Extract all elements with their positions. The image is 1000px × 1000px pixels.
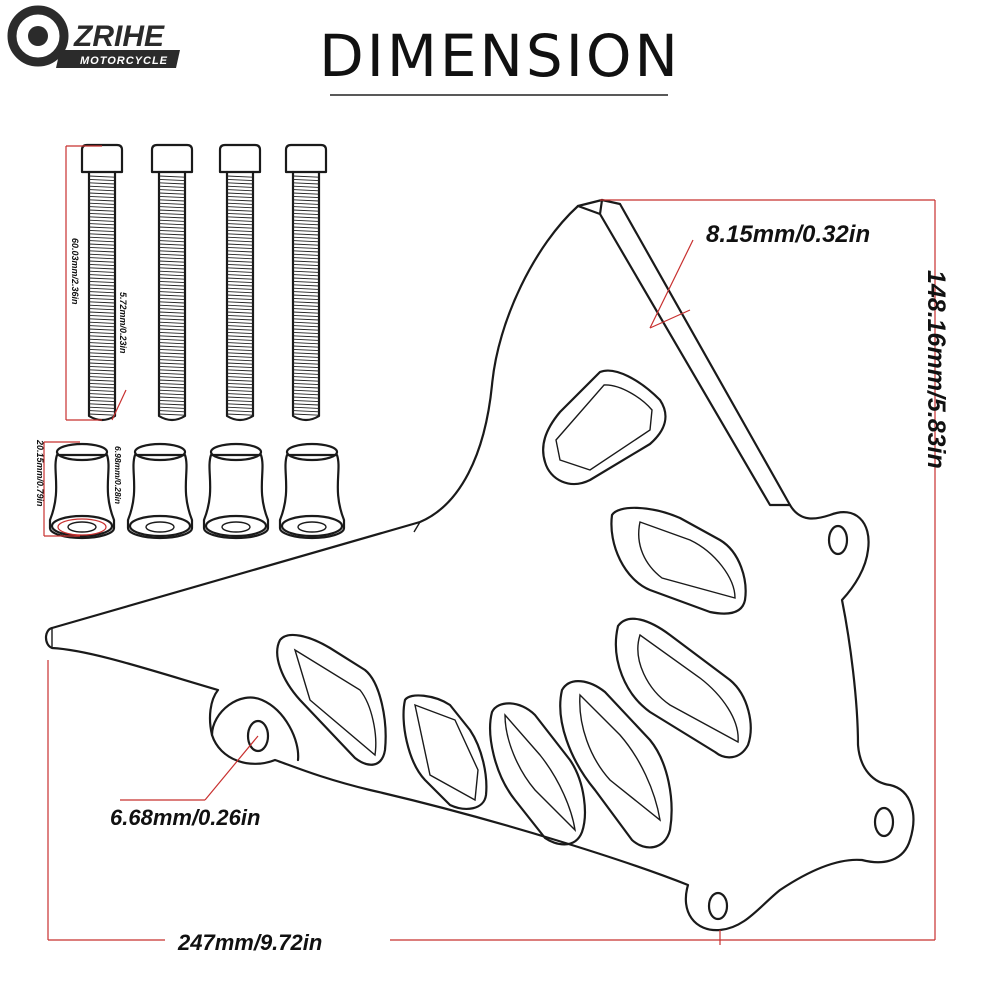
vent-slot-3	[614, 617, 752, 759]
plate-thickness-label: 8.15mm/0.32in	[706, 221, 870, 248]
mounting-hole-bottom	[707, 891, 729, 921]
length-label: 247mm/9.72in	[177, 930, 322, 955]
vent-slot-6	[402, 694, 488, 810]
spacer	[48, 442, 116, 540]
vent-slot-2	[610, 506, 747, 615]
bolt	[80, 143, 124, 422]
bolt-length-label: 60.03mm/2.36in	[70, 238, 80, 305]
bolt	[150, 143, 194, 422]
spacer	[278, 442, 346, 540]
brand-logo: ZRIHE MOTORCYCLE	[7, 5, 180, 68]
page-title: DIMENSION	[319, 22, 681, 90]
spacer-hole-label: 6.98mm/0.28in	[113, 446, 123, 504]
mounting-hole-right	[873, 806, 895, 838]
bolt-diameter-label: 5.72mm/0.23in	[118, 292, 128, 354]
length-label-bg	[165, 928, 390, 954]
vent-slot-4	[559, 680, 673, 849]
spacer-height-label: 20.15mm/0.79in	[35, 439, 45, 507]
vent-slot-7	[276, 633, 387, 766]
sprocket-cover	[44, 198, 915, 932]
brand-tagline: MOTORCYCLE	[80, 55, 168, 67]
cover-thickness-edge	[576, 198, 792, 507]
vent-slot-5	[489, 702, 586, 846]
height-label: 148.16mm/5.83in	[922, 270, 950, 469]
bolt	[284, 143, 328, 422]
vent-slot-1	[542, 369, 667, 486]
spacer	[126, 442, 194, 540]
cover-outline	[44, 198, 915, 932]
mounting-hole-left	[210, 696, 300, 762]
spacer	[202, 442, 270, 540]
spacer-group	[48, 442, 346, 540]
mounting-hole-top-right	[827, 524, 849, 556]
logo-ring-icon	[7, 5, 69, 67]
hole-diameter-label: 6.68mm/0.26in	[110, 805, 260, 830]
bolt-group	[80, 143, 328, 422]
bolt	[218, 143, 262, 422]
brand-name: ZRIHE	[73, 20, 165, 53]
